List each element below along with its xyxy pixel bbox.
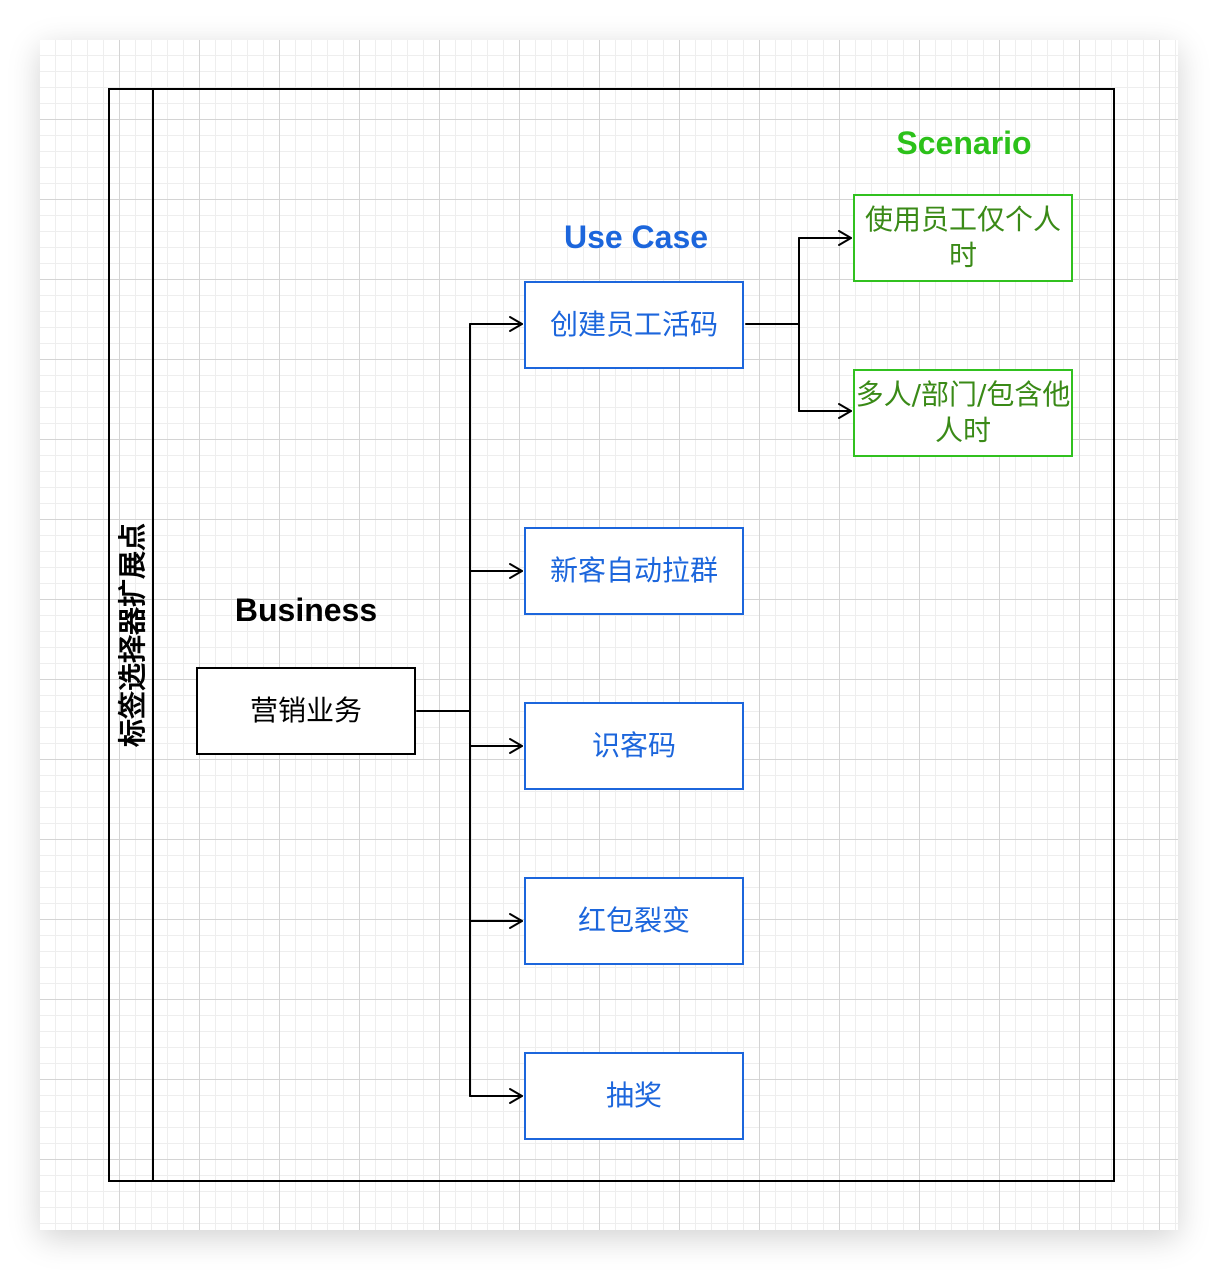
use-case-node[interactable]: 抽奖: [524, 1052, 744, 1140]
swimlane-pool: [108, 88, 1115, 1182]
scenario-heading: Scenario: [896, 125, 1032, 161]
use-case-node[interactable]: 创建员工活码: [524, 281, 744, 369]
use-case-node[interactable]: 识客码: [524, 702, 744, 790]
use-case-node[interactable]: 新客自动拉群: [524, 527, 744, 615]
swimlane-title: 标签选择器扩展点: [116, 522, 149, 748]
scenario-node[interactable]: 使用员工仅个人时: [853, 194, 1073, 282]
use-case-node[interactable]: 红包裂变: [524, 877, 744, 965]
business-node[interactable]: 营销业务: [196, 667, 416, 755]
swimlane-header: [108, 88, 154, 1182]
use-case-heading: Use Case: [563, 219, 709, 255]
business-heading: Business: [234, 592, 378, 628]
scenario-node[interactable]: 多人/部门/包含他人时: [853, 369, 1073, 457]
